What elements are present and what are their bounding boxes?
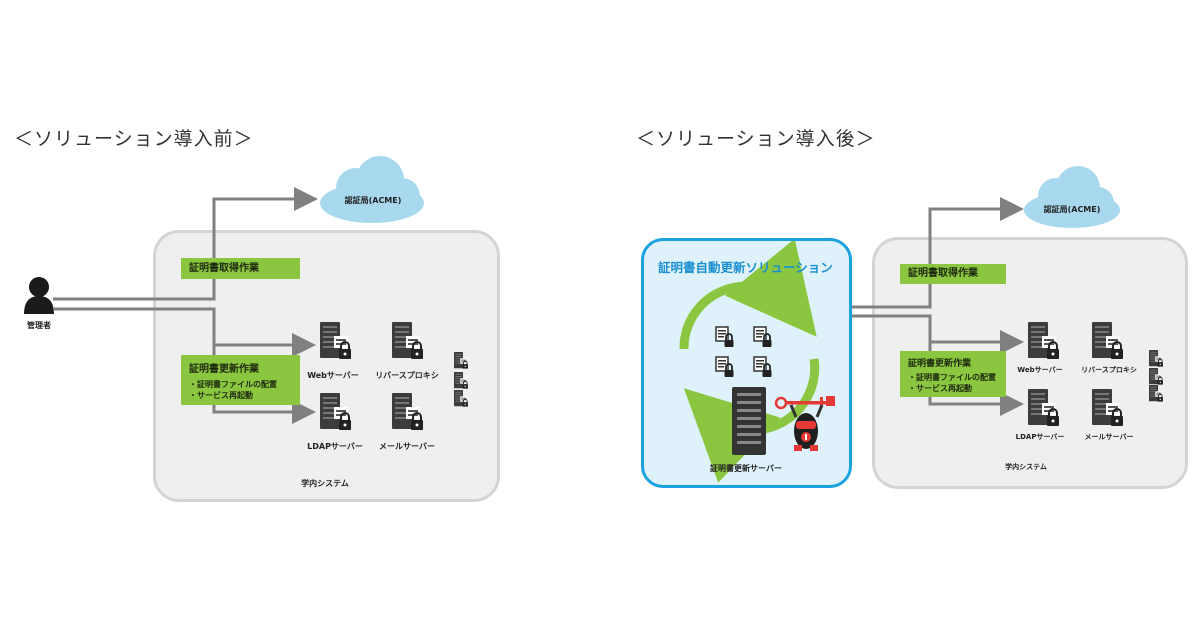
renew-task-label: 証明書更新作業 [189, 364, 259, 375]
admin-label: 管理者 [27, 321, 51, 330]
heading-before: ＜ソリューション導入前＞ [14, 128, 254, 150]
renewal-server-label: 証明書更新サーバー [710, 464, 782, 473]
server-label-ldap: LDAPサーバー [307, 442, 363, 451]
acquire-task-label: 証明書取得作業 [189, 263, 259, 274]
renew-bullet-1: ・証明書ファイルの配置 [908, 373, 996, 382]
renew-task-box-after: 証明書更新作業 ・証明書ファイルの配置 ・サービス再起動 [900, 351, 1006, 397]
server-label-proxy: リバースプロキシ [375, 371, 439, 380]
renewal-server-icon [732, 387, 766, 455]
system-label-before: 学内システム [301, 479, 349, 488]
renew-task-label: 証明書更新作業 [908, 359, 972, 369]
heading-after: ＜ソリューション導入後＞ [636, 128, 876, 150]
acquire-task-label: 証明書取得作業 [908, 268, 978, 279]
solution-title: 証明書自動更新ソリューション [658, 260, 833, 275]
acquire-task-box-before: 証明書取得作業 [181, 258, 300, 279]
admin-person-icon [24, 277, 54, 314]
robot-key-icon [774, 396, 835, 451]
ca-label-after: 認証局(ACME) [1043, 205, 1101, 214]
solution-box: 証明書自動更新ソリューション 証明書更新サーバー [641, 238, 852, 488]
cycle-arrows-icon [679, 241, 820, 483]
solution-graphics [679, 241, 835, 483]
renew-bullet-1: ・証明書ファイルの配置 [189, 380, 277, 389]
server-label-mail: メールサーバー [1084, 433, 1134, 441]
renew-bullet-2: ・サービス再起動 [908, 384, 972, 393]
cert-lock-icons [715, 326, 773, 378]
cloud-icon [1024, 166, 1120, 228]
server-label-proxy: リバースプロキシ [1081, 366, 1137, 374]
acquire-task-box-after: 証明書取得作業 [900, 264, 1006, 284]
server-label-ldap: LDAPサーバー [1015, 433, 1065, 441]
server-label-web: Webサーバー [1017, 366, 1063, 374]
server-label-web: Webサーバー [307, 371, 359, 380]
renew-bullet-2: ・サービス再起動 [189, 391, 253, 400]
server-label-mail: メールサーバー [379, 442, 435, 451]
renew-task-box-before: 証明書更新作業 ・証明書ファイルの配置 ・サービス再起動 [181, 355, 300, 405]
system-label-after: 学内システム [1005, 463, 1047, 471]
cloud-icon [320, 156, 424, 223]
ca-label-before: 認証局(ACME) [344, 196, 402, 205]
